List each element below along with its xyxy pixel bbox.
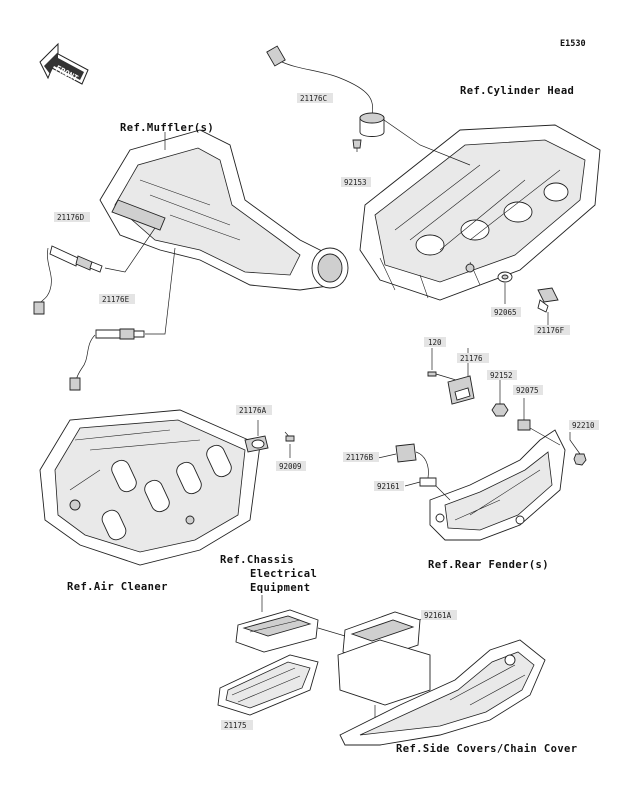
callout-21176a: 21176A — [236, 405, 272, 415]
part-number-21176f: 21176F — [537, 326, 565, 335]
sensor-21176f — [497, 271, 559, 330]
part-number-92009: 92009 — [279, 462, 302, 471]
nut-92152 — [491, 380, 509, 417]
part-number-21176d: 21176D — [57, 213, 85, 222]
callout-21176d: 21176D — [54, 212, 90, 222]
callout-21176c: 21176C — [297, 93, 333, 103]
part-number-92152: 92152 — [490, 371, 513, 380]
callout-21176: 21176 — [457, 353, 489, 363]
callout-92152: 92152 — [487, 370, 517, 380]
callout-92009: 92009 — [276, 461, 306, 471]
ref-chassis-electrical-1: Ref.Chassis — [220, 554, 294, 566]
bolt-120 — [427, 348, 457, 381]
grommet-92075 — [517, 398, 531, 431]
ref-chassis-electrical-2: Electrical — [250, 568, 317, 580]
side-cover — [339, 639, 546, 746]
part-number-21175: 21175 — [224, 721, 247, 730]
part-number-92161: 92161 — [377, 482, 400, 491]
cylinder-head — [359, 124, 601, 301]
part-number-21176: 21176 — [460, 354, 483, 363]
ref-side-covers: Ref.Side Covers/Chain Cover — [396, 743, 577, 755]
front-arrow-icon: FRONT — [39, 42, 89, 85]
diagram-code: E1530 — [560, 39, 586, 49]
callout-92161a: 92161A — [421, 610, 457, 620]
nut-92210 — [529, 427, 587, 466]
part-number-21176a: 21176A — [239, 406, 267, 415]
sensor-21176a — [244, 420, 295, 458]
ref-cylinder-head: Ref.Cylinder Head — [460, 85, 574, 97]
ref-chassis-electrical-3: Equipment — [250, 582, 311, 594]
part-number-92065: 92065 — [494, 308, 517, 317]
ref-muffler: Ref.Muffler(s) — [120, 122, 214, 134]
callout-120: 120 — [424, 337, 446, 347]
part-number-92161a: 92161A — [424, 611, 452, 620]
callout-21176b: 21176B — [343, 452, 379, 462]
callout-92065: 92065 — [491, 307, 521, 317]
callout-92153: 92153 — [341, 177, 371, 187]
sensor-21176d — [33, 245, 103, 315]
ecu-lower-21175 — [217, 654, 319, 716]
sensor-21176b — [377, 443, 451, 501]
callout-21175: 21175 — [221, 720, 253, 730]
callout-92161: 92161 — [374, 481, 404, 491]
ecu-upper — [235, 609, 319, 653]
part-number-92153: 92153 — [344, 178, 367, 187]
part-number-120: 120 — [428, 338, 442, 347]
part-number-21176b: 21176B — [346, 453, 374, 462]
part-number-21176e: 21176E — [102, 295, 130, 304]
rear-fender-bracket — [429, 429, 566, 541]
ref-air-cleaner: Ref.Air Cleaner — [67, 581, 168, 593]
ecu-right — [337, 611, 431, 706]
sensor-21176c — [266, 45, 471, 166]
muffler — [99, 129, 349, 291]
air-cleaner — [39, 409, 261, 566]
part-number-92210: 92210 — [572, 421, 595, 430]
ref-rear-fender: Ref.Rear Fender(s) — [428, 559, 549, 571]
part-number-21176c: 21176C — [300, 94, 327, 103]
sensor-21176 — [447, 348, 475, 405]
callout-21176f: 21176F — [534, 325, 570, 335]
callout-92075: 92075 — [513, 385, 543, 395]
part-number-92075: 92075 — [516, 386, 539, 395]
sensor-21176e — [69, 328, 145, 391]
callout-21176e: 21176E — [99, 294, 135, 304]
callout-92210: 92210 — [569, 420, 599, 430]
